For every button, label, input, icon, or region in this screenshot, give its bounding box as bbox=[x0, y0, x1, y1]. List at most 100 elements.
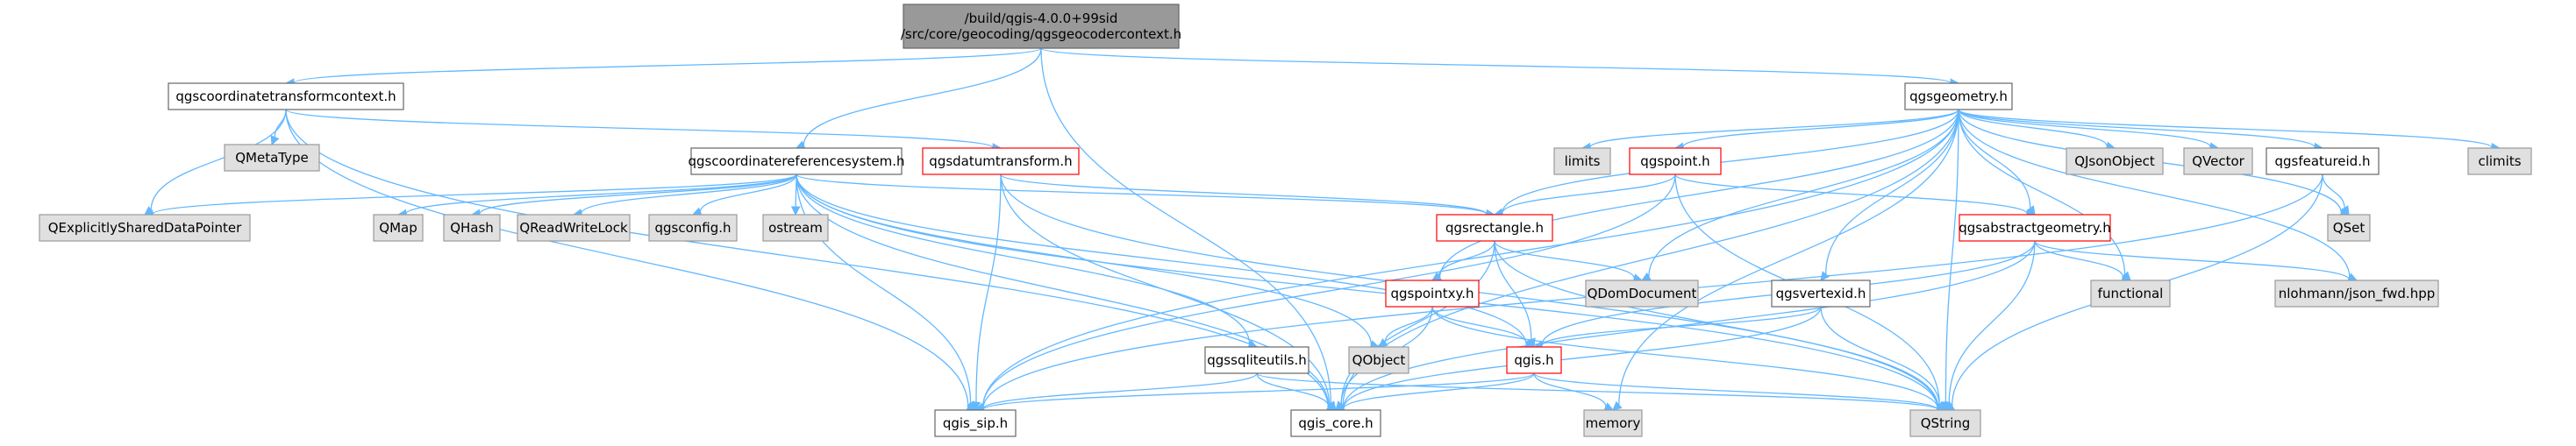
node-pointxy[interactable]: qgspointxy.h bbox=[1385, 280, 1480, 308]
node-label: QVector bbox=[2192, 153, 2244, 169]
edge-line bbox=[803, 47, 1042, 145]
node-qgis[interactable]: qgis.h bbox=[1506, 346, 1562, 374]
node-label: functional bbox=[2098, 286, 2164, 301]
node-box bbox=[443, 214, 501, 242]
node-box bbox=[373, 214, 424, 242]
edge-line bbox=[796, 173, 1251, 344]
include-edge-absgeom-to-functional bbox=[2034, 240, 2132, 282]
include-edge-crs-to-qobject bbox=[796, 173, 1381, 350]
edge-line bbox=[796, 173, 1938, 409]
node-geom[interactable]: qgsgeometry.h bbox=[1904, 82, 2013, 110]
edge-line bbox=[1533, 372, 1938, 410]
node-qobject: QObject bbox=[1348, 346, 1409, 374]
edge-line bbox=[479, 173, 797, 215]
node-qhash: QHash bbox=[443, 214, 501, 242]
node-label: QJsonObject bbox=[2074, 153, 2155, 169]
node-box bbox=[2066, 147, 2164, 175]
edge-line bbox=[796, 173, 972, 404]
node-box bbox=[1436, 214, 1553, 242]
node-featid[interactable]: qgsfeatureid.h bbox=[2266, 147, 2380, 175]
node-box bbox=[1348, 346, 1409, 374]
include-edge-datum-to-rect bbox=[1000, 173, 1496, 219]
node-sip[interactable]: qgis_sip.h bbox=[934, 409, 1017, 437]
include-edge-geom-to-memory bbox=[1612, 109, 1959, 411]
node-point[interactable]: qgspoint.h bbox=[1629, 147, 1722, 175]
node-memory: memory bbox=[1583, 409, 1643, 437]
node-functional: functional bbox=[2090, 280, 2171, 308]
edge-line bbox=[1618, 109, 1959, 406]
node-label: QExplicitlySharedDataPointer bbox=[48, 220, 242, 236]
node-datum[interactable]: qgsdatumtransform.h bbox=[922, 147, 1080, 175]
node-limits: limits bbox=[1553, 147, 1611, 175]
include-edge-geom-to-vertexid bbox=[1820, 109, 1959, 281]
node-label: QDomDocument bbox=[1588, 286, 1697, 301]
edge-line bbox=[1682, 109, 1959, 148]
node-box bbox=[922, 147, 1080, 175]
edge-line bbox=[1674, 173, 2028, 215]
node-label: QHash bbox=[450, 220, 494, 236]
node-box bbox=[903, 4, 1180, 49]
node-box bbox=[1506, 346, 1562, 374]
edge-line bbox=[285, 109, 969, 407]
node-vertexid[interactable]: qgsvertexid.h bbox=[1771, 280, 1871, 308]
node-box bbox=[1204, 346, 1309, 374]
edge-line bbox=[1256, 372, 1938, 411]
node-climits: climits bbox=[2467, 147, 2532, 175]
edge-line bbox=[1431, 306, 1938, 409]
node-box bbox=[1909, 409, 1981, 437]
node-label: memory bbox=[1586, 415, 1641, 431]
node-label: qgsdatumtransform.h bbox=[929, 153, 1072, 169]
edge-line bbox=[1384, 306, 1433, 343]
node-nlohmann: nlohmann/json_fwd.hpp bbox=[2274, 280, 2439, 308]
edge-line bbox=[1533, 372, 1607, 407]
include-edge-absgeom-to-qstring bbox=[1944, 240, 2036, 411]
edge-line bbox=[1958, 109, 2211, 147]
node-label: qgssqliteutils.h bbox=[1207, 352, 1306, 368]
node-ctc[interactable]: qgscoordinatetransformcontext.h bbox=[168, 82, 404, 110]
include-edge-crs-to-qmap bbox=[396, 173, 797, 219]
edge-line bbox=[1958, 109, 2031, 209]
edge-line bbox=[975, 173, 1002, 403]
header-nodes: /build/qgis-4.0.0+99sid/src/core/geocodi… bbox=[39, 4, 2532, 437]
edge-line bbox=[152, 173, 797, 216]
include-edge-geom-to-qstring bbox=[1941, 109, 1959, 412]
edge-line bbox=[2322, 173, 2345, 209]
node-label: qgis_core.h bbox=[1298, 415, 1373, 432]
edge-line bbox=[2034, 240, 2124, 278]
include-edge-root-to-crs bbox=[795, 47, 1042, 150]
node-core[interactable]: qgis_core.h bbox=[1290, 409, 1381, 437]
dependency-edges bbox=[143, 47, 2501, 414]
node-label: climits bbox=[2478, 153, 2521, 169]
node-label: qgis_sip.h bbox=[943, 415, 1008, 432]
include-edge-absgeom-to-nlohmann bbox=[2034, 240, 2358, 285]
node-label: qgspointxy.h bbox=[1390, 286, 1474, 301]
include-edge-datum-to-core bbox=[1000, 173, 1337, 411]
node-root[interactable]: /build/qgis-4.0.0+99sid/src/core/geocodi… bbox=[901, 4, 1181, 49]
node-sqlite[interactable]: qgssqliteutils.h bbox=[1204, 346, 1309, 374]
include-edge-root-to-geom bbox=[1040, 47, 1960, 88]
node-box bbox=[2327, 214, 2371, 242]
node-absgeom[interactable]: qgsabstractgeometry.h bbox=[1959, 214, 2111, 242]
node-box bbox=[1959, 214, 2111, 242]
edge-line bbox=[1494, 240, 1532, 340]
node-qstring: QString bbox=[1909, 409, 1981, 437]
node-box bbox=[517, 214, 631, 242]
node-qset: QSet bbox=[2327, 214, 2371, 242]
node-box bbox=[1553, 147, 1611, 175]
edge-line bbox=[1438, 240, 1495, 277]
node-label: qgis.h bbox=[1514, 352, 1553, 368]
node-label: QSet bbox=[2333, 220, 2365, 236]
node-box bbox=[1585, 280, 1699, 308]
edge-line bbox=[274, 109, 287, 138]
include-edge-ctc-to-qmetatype bbox=[270, 109, 287, 146]
node-label: QString bbox=[1921, 415, 1971, 431]
node-label: qgscoordinatetransformcontext.h bbox=[175, 88, 396, 104]
include-edge-pointxy-to-qobject bbox=[1378, 306, 1433, 348]
include-edge-geom-to-sip bbox=[974, 109, 1959, 413]
edge-line bbox=[1958, 109, 2493, 148]
include-edge-qgis-to-core bbox=[1334, 372, 1535, 414]
node-box bbox=[2266, 147, 2380, 175]
node-rect[interactable]: qgsrectangle.h bbox=[1436, 214, 1553, 242]
node-crs[interactable]: qgscoordinatereferencesystem.h bbox=[689, 147, 905, 175]
node-box bbox=[2090, 280, 2171, 308]
